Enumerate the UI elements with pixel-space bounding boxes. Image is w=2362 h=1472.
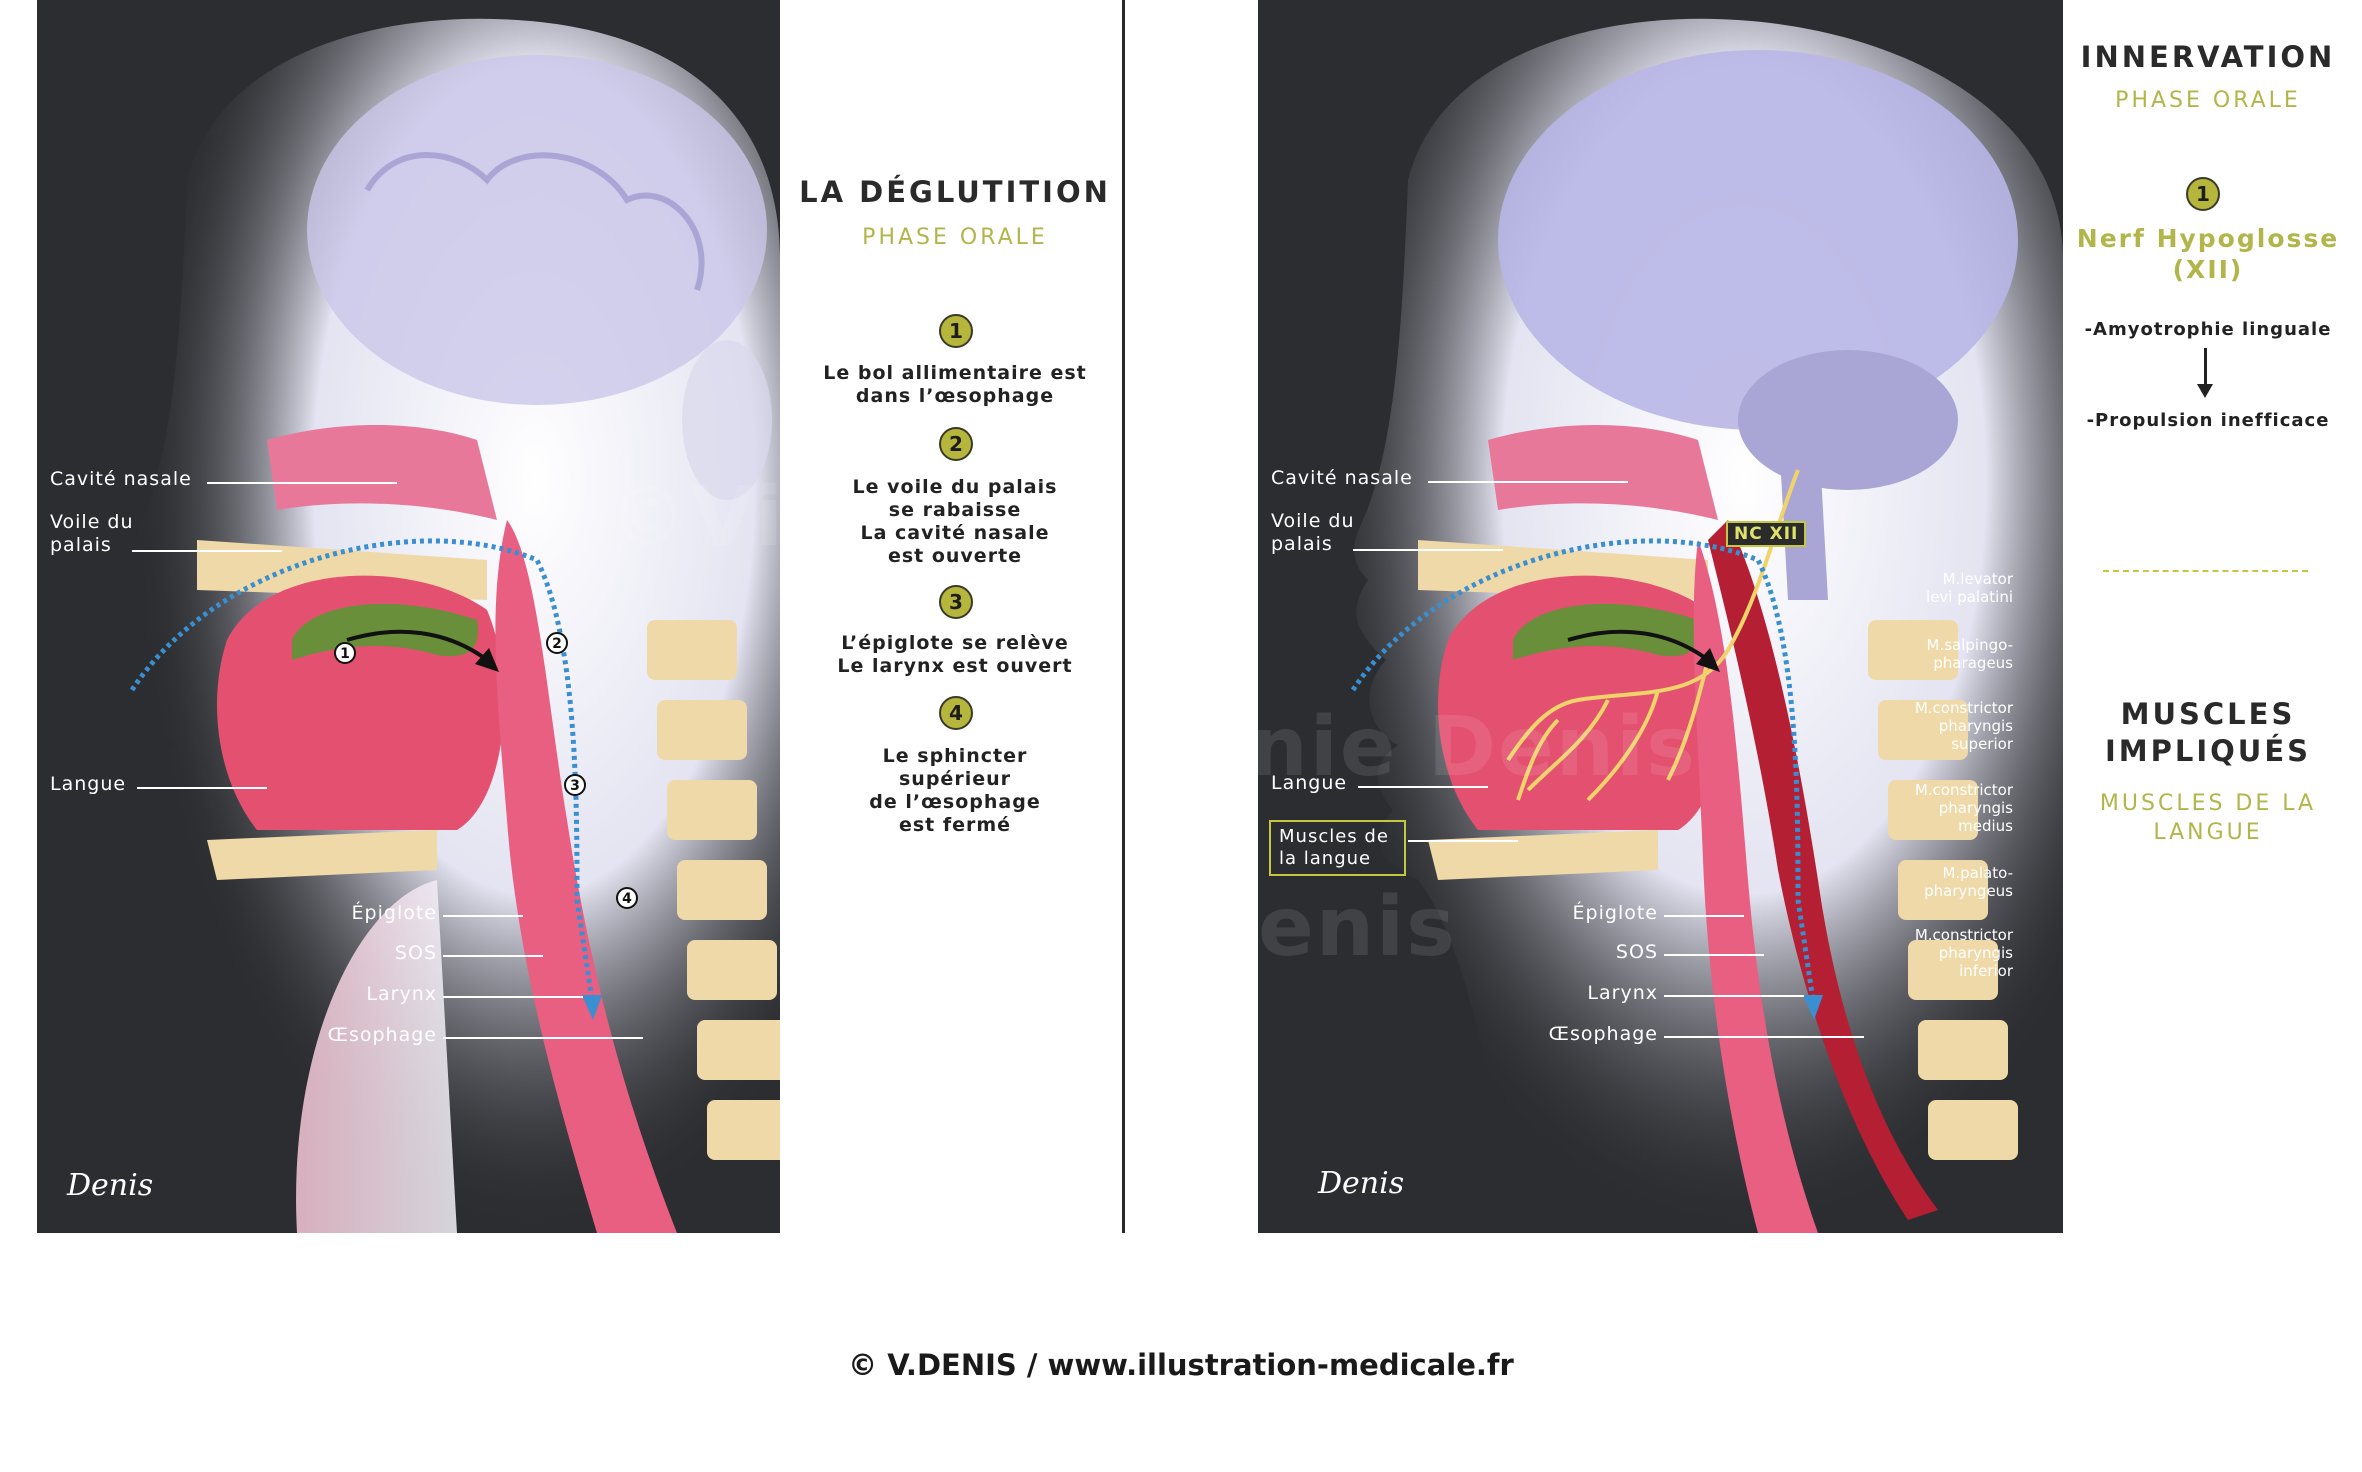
signature: Denis xyxy=(67,1168,154,1203)
brain xyxy=(1498,50,2018,430)
muscles-subtitle: MUSCLES DE LA LANGUE xyxy=(2099,791,2317,845)
divider xyxy=(1122,0,1125,1233)
step-4-badge: 4 xyxy=(939,696,973,730)
leader-line xyxy=(443,1037,643,1039)
muscle-label: M.levator levi palatini xyxy=(1925,570,2013,606)
watermark: ©Virginie Denis xyxy=(1258,880,1457,975)
page-title: LA DÉGLUTITION xyxy=(799,175,1111,209)
muscle-label: M.constrictor pharyngis inferior xyxy=(1914,926,2013,980)
muscle-label: M.palato- pharyngeus xyxy=(1924,864,2013,900)
innervation-subtitle: PHASE ORALE xyxy=(2115,88,2301,113)
label-ues: SOS xyxy=(394,942,437,964)
watermark: ©Virginie Denis xyxy=(607,470,780,565)
leader-line xyxy=(443,955,543,957)
leader-line xyxy=(1664,1036,1864,1038)
marker-3: 3 xyxy=(570,778,580,794)
label-soft-palate: Voile du palais xyxy=(1271,510,1355,555)
anatomy-drawing-right xyxy=(1350,18,2063,1233)
leader-line xyxy=(1358,786,1488,788)
illustration-swallowing-phase: 1 2 3 4 ©Virginie Denis Cavité nasale Vo… xyxy=(37,0,780,1233)
muscles-title: MUSCLES IMPLIQUÉS xyxy=(2104,697,2312,768)
label-larynx: Larynx xyxy=(366,983,437,1005)
hypoglossal-nerve xyxy=(1506,469,1800,802)
down-arrow-icon xyxy=(2204,348,2207,388)
leader-line xyxy=(207,482,397,484)
label-esophagus: Œsophage xyxy=(327,1024,437,1046)
leader-line xyxy=(1664,954,1764,956)
down-arrow-head xyxy=(2197,384,2213,398)
brainstem xyxy=(1778,420,1828,600)
signature: Denis xyxy=(1318,1166,1405,1201)
copyright-credit: © V.DENIS / www.illustration-medicale.fr xyxy=(848,1348,1514,1382)
label-epiglottis: Épiglote xyxy=(351,902,437,924)
leader-line xyxy=(1408,840,1518,842)
leader-line xyxy=(132,550,282,552)
label-epiglottis: Épiglote xyxy=(1572,902,1658,924)
step-2-text: Le voile du palais se rabaisse La cavité… xyxy=(852,476,1058,567)
effect-1: -Amyotrophie linguale xyxy=(2084,319,2332,340)
effect-2: -Propulsion inefficace xyxy=(2086,410,2330,431)
muscle-label: M.constrictor pharyngis superior xyxy=(1914,699,2013,753)
brain xyxy=(307,55,767,405)
anatomy-drawing-left: 1 2 3 4 xyxy=(129,18,780,1233)
tongue-muscles-box: Muscles de la langue xyxy=(1269,820,1406,876)
label-tongue: Langue xyxy=(1271,772,1348,794)
innervation-title: INNERVATION xyxy=(2080,40,2336,74)
step-4-text: Le sphincter supérieur de l’œsophage est… xyxy=(869,745,1041,836)
label-nasal-cavity: Cavité nasale xyxy=(50,468,192,490)
esophagus xyxy=(495,520,677,1233)
nasal-cavity xyxy=(267,425,497,520)
label-esophagus: Œsophage xyxy=(1548,1023,1658,1045)
marker-1: 1 xyxy=(340,646,350,662)
label-nasal-cavity: Cavité nasale xyxy=(1271,467,1413,489)
separator xyxy=(2103,570,2308,572)
label-tongue: Langue xyxy=(50,773,127,795)
leader-line xyxy=(1428,481,1628,483)
nerve-badge: NC XII xyxy=(1726,521,1807,547)
watermark: ©Virginie Denis xyxy=(1258,700,1697,795)
leader-line xyxy=(137,787,267,789)
leader-line xyxy=(1353,549,1503,551)
marker-4: 4 xyxy=(622,891,632,907)
pharyngeal-muscles xyxy=(1708,520,1938,1220)
leader-line xyxy=(1664,995,1804,997)
phase-subtitle: PHASE ORALE xyxy=(862,225,1048,250)
label-ues: SOS xyxy=(1615,941,1658,963)
marker-2: 2 xyxy=(552,636,562,652)
leader-line xyxy=(1664,915,1744,917)
leader-line xyxy=(443,915,523,917)
muscle-label: M.salpingo- pharageus xyxy=(1926,636,2013,672)
label-larynx: Larynx xyxy=(1587,982,1658,1004)
leader-line xyxy=(443,996,583,998)
step-3-badge: 3 xyxy=(939,585,973,619)
cervical-spine xyxy=(647,620,780,1160)
cerebellum xyxy=(1738,350,1958,490)
step-1-text: Le bol allimentaire est dans l’œsophage xyxy=(823,362,1087,407)
step-2-badge: 2 xyxy=(939,427,973,461)
nerve-badge-1: 1 xyxy=(2186,177,2220,211)
label-soft-palate: Voile du palais xyxy=(50,511,134,556)
step-3-text: L’épiglote se relève Le larynx est ouver… xyxy=(837,632,1073,677)
nerve-name: Nerf Hypoglosse (XII) xyxy=(2076,224,2340,284)
flow-arrow xyxy=(129,538,595,1001)
illustration-innervation: ©Virginie Denis ©Virginie Denis NC XII C… xyxy=(1258,0,2063,1233)
muscle-label: M.constrictor pharyngis medius xyxy=(1914,781,2013,835)
step-1-badge: 1 xyxy=(939,314,973,348)
